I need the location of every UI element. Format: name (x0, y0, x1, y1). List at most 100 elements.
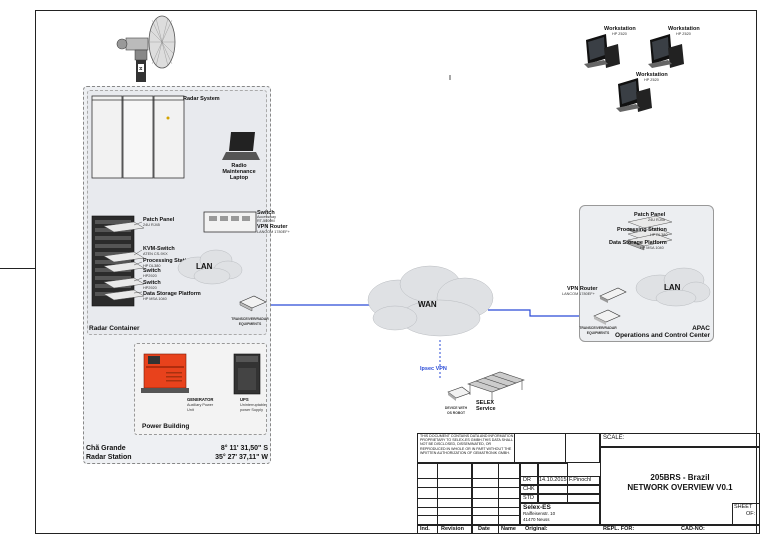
revision-col (472, 463, 499, 534)
generator-description: Auxiliary Power Unit (187, 403, 214, 412)
drawing-frame (35, 10, 757, 534)
apac-storage-model: HP MSA 1040 (640, 246, 664, 250)
revision-row (417, 515, 520, 525)
ipsec-vpn-label: Ipsec VPN (420, 366, 447, 372)
sheet-cell (732, 503, 760, 525)
repl-for-label: REPL. FOR: (603, 526, 635, 532)
role-col (520, 463, 538, 503)
workstation-1-label: Workstation (604, 26, 636, 32)
of-label: OF: (746, 511, 756, 517)
selex-device-label: DEVICE WITH OS ROBOT (444, 406, 468, 415)
container-transceiver-label: TRANSCEIVER/RADAR EQUIPMENTS (231, 317, 269, 326)
grid-cell (514, 433, 566, 463)
cad-no-label: CAD-NO: (681, 526, 705, 532)
footer-row (417, 525, 760, 534)
scale-label: SCALE: (603, 435, 625, 441)
title-block: THIS DOCUMENT CONTAINS DATA AND INFORMAT… (417, 433, 760, 534)
generator-label: GENERATOR (187, 397, 214, 402)
dr-label: DR (523, 477, 531, 483)
switch-2-model: HP2920 (143, 286, 157, 290)
patch-panel-label: Patch Panel (143, 217, 175, 223)
apac-lan-label: LAN (664, 283, 681, 292)
radar-container-caption: Radar Container (89, 325, 140, 332)
proprietary-notice: THIS DOCUMENT CONTAINS DATA AND INFORMAT… (420, 434, 514, 455)
doc-title-project: 205BRS - Brazil (650, 473, 710, 482)
apac-processing-model: HP DL380 (650, 233, 668, 237)
workstation-1-model: HP Z620 (612, 32, 627, 36)
processing-station-model: HP DL380 (143, 264, 161, 268)
date-label: Date (478, 526, 490, 532)
apac-patch-panel-label: Patch Panel (634, 212, 666, 218)
workstation-3-label: Workstation (636, 72, 668, 78)
processing-station-label: Processing Station (143, 258, 193, 264)
revision-col (437, 463, 472, 534)
site-latitude: 8° 11' 31,50" S (220, 445, 268, 452)
dr-name: F.Pinochl (569, 477, 592, 483)
revision-row (417, 498, 520, 508)
revision-label: Revision (441, 526, 464, 532)
revision-row (417, 478, 520, 488)
date-col (538, 463, 568, 503)
name-label: Name (501, 526, 516, 532)
switch-model: Accessway (257, 215, 276, 219)
doc-title-name: NETWORK OVERVIEW V0.1 (627, 483, 733, 492)
switch-2-label: Switch (143, 280, 161, 286)
selex-service-label: SELEX Service (476, 400, 496, 412)
apac-vpn-router-model: LANCOM 1780EF+ (562, 292, 595, 296)
margin-tick (0, 268, 35, 269)
doc-title-cell (600, 447, 760, 525)
company-name: Selex-ES (523, 504, 551, 511)
kvm-switch-model: ATEN CS-9XX (143, 252, 168, 256)
company-address-2: 41470 Neuss (523, 517, 550, 522)
patch-panel-model: 24U RJ45 (143, 223, 160, 227)
apac-patch-panel-model: 24U RJ45 (648, 218, 665, 222)
apac-processing-label: Processing Station (617, 227, 667, 233)
apac-caption: APAC (692, 325, 710, 332)
company-cell (520, 503, 600, 525)
maintenance-laptop-label: Radio Maintenance Laptop (222, 163, 256, 181)
std-label: STD (523, 495, 534, 501)
company-address-1: Raiffeisenstr. 10 (523, 511, 556, 516)
original-label: Original: (525, 526, 548, 532)
power-building-caption: Power Building (142, 423, 190, 430)
radar-system-label: Radar System (183, 96, 220, 102)
container-lan-label: LAN (196, 262, 213, 271)
dr-date: 14.10.2015 (539, 477, 567, 483)
site-type: Radar Station (86, 454, 132, 461)
vpn-router-model: LANCOM 1780EF+ (257, 230, 290, 234)
chk-label: CHK (523, 486, 535, 492)
apac-subcaption: Operations and Control Center (615, 332, 710, 339)
switch-1-label: Switch (143, 268, 161, 274)
sheet-label: SHEET (734, 504, 753, 510)
data-storage-model: HP MSA 1040 (143, 297, 167, 301)
data-storage-label: Data Storage Platform (143, 291, 201, 297)
svg-text:⧖: ⧖ (139, 66, 143, 72)
workstation-2-label: Workstation (668, 26, 700, 32)
wan-label: WAN (418, 300, 437, 309)
site-name: Chã Grande (86, 445, 126, 452)
apac-transceiver-label: TRANSCEIVER/RADAR EQUIPMENTS (579, 326, 617, 335)
apac-vpn-router-label: VPN Router (567, 286, 598, 292)
scale-cell (600, 433, 760, 447)
ups-description: Uninterruptable power Supply (240, 403, 266, 412)
ind-label: Ind. (420, 526, 430, 532)
apac-storage-label: Data Storage Platform (609, 240, 667, 246)
site-longitude: 35° 27' 37,11" W (215, 454, 268, 461)
vpn-router-label: VPN Router (257, 224, 288, 230)
ups-label: UPS (240, 397, 249, 402)
